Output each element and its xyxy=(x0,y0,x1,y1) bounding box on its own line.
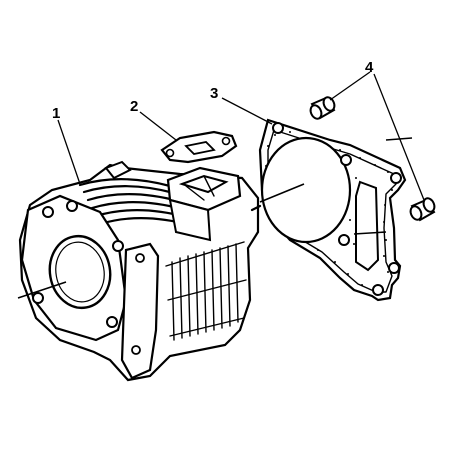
intake-gasket-bolt-hole xyxy=(165,148,175,158)
callout-1: 1 xyxy=(52,105,60,122)
intake-gasket-port xyxy=(184,141,216,155)
leader-2 xyxy=(139,111,177,141)
leader-4b xyxy=(373,73,425,201)
cylinder-stud-hole xyxy=(32,292,44,304)
cylinder-bore xyxy=(48,234,112,310)
cylinder-base-flange xyxy=(120,242,160,380)
gasket-bolt-hole xyxy=(390,172,402,184)
gasket-bolt-hole xyxy=(338,234,350,246)
axis-lines xyxy=(17,137,413,299)
cylinder-stud-hole xyxy=(112,240,124,252)
gasket-bolt-hole xyxy=(372,284,384,296)
cylinder-stud-hole xyxy=(42,206,54,218)
base-flange-hole xyxy=(131,345,141,355)
gasket-bore xyxy=(260,136,352,244)
base-flange-hole xyxy=(135,253,145,263)
cylinder-stud-hole xyxy=(66,200,78,212)
cylinder-bore-inner xyxy=(55,241,105,303)
cylinder-base-gasket xyxy=(258,118,407,302)
gasket-window xyxy=(355,180,380,272)
leader-3 xyxy=(221,97,273,125)
spark-plug-boss xyxy=(104,160,132,180)
callout-labels: 1 2 3 4 xyxy=(52,59,374,122)
callout-leaders xyxy=(57,71,425,201)
callout-2: 2 xyxy=(130,98,138,115)
callout-3: 3 xyxy=(210,85,218,102)
intake-gasket xyxy=(160,130,238,164)
gasket-bolt-hole xyxy=(388,262,400,274)
leader-1 xyxy=(57,119,81,185)
cylinder-stud-hole xyxy=(106,316,118,328)
dowel-pin-upper xyxy=(309,96,336,120)
intake-gasket-bolt-hole xyxy=(221,136,231,146)
dowel-pins xyxy=(309,96,436,222)
intake-port xyxy=(166,166,242,242)
cylinder xyxy=(18,160,262,382)
callout-4: 4 xyxy=(365,59,374,76)
leader-4a xyxy=(329,71,371,101)
cooling-fins-side xyxy=(165,241,247,341)
gasket-bolt-hole xyxy=(272,122,284,134)
dowel-pin-lower xyxy=(409,197,436,222)
gasket-bolt-hole xyxy=(340,154,352,166)
